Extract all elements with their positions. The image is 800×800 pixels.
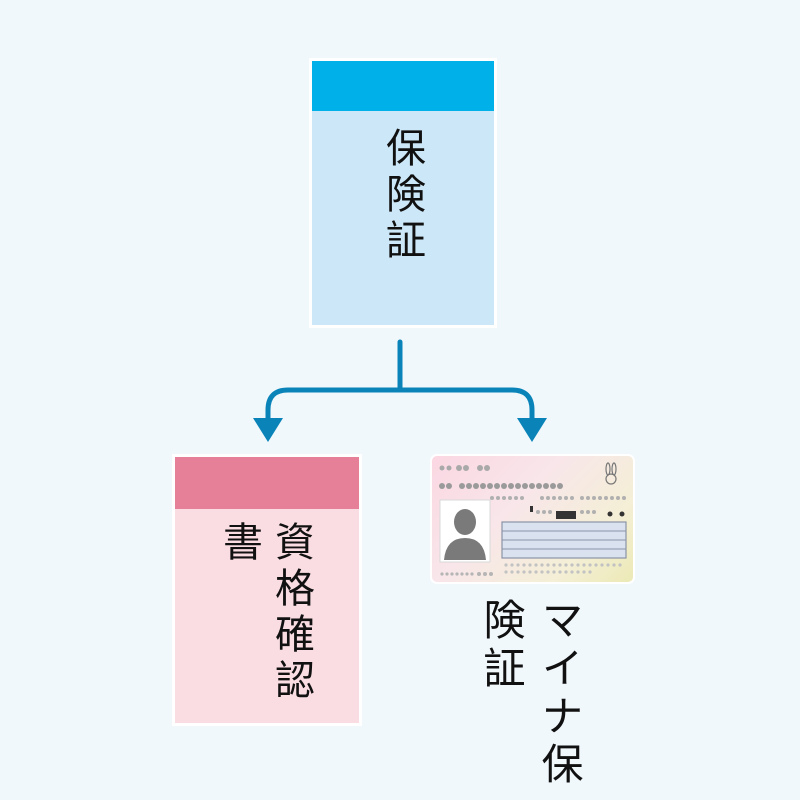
card-header-band: [175, 457, 359, 509]
eligibility-certificate-card: 資格確認書: [172, 454, 362, 726]
arrow-branch-right: [397, 387, 535, 425]
rabbit-mascot-icon: [605, 462, 617, 485]
arrowhead-right: [517, 418, 547, 442]
health-insurance-card: 保険証: [309, 58, 497, 328]
my-number-card-icon: [430, 454, 635, 584]
card-header-band: [312, 61, 494, 111]
eligibility-certificate-label: 資格確認書: [216, 521, 314, 705]
arrowhead-left: [253, 418, 283, 442]
health-insurance-card-label: 保険証: [379, 127, 425, 265]
arrow-branch-left: [265, 387, 403, 425]
my-number-insurance-label: マイナ保険証: [477, 598, 584, 790]
person-silhouette-icon: [444, 509, 486, 560]
